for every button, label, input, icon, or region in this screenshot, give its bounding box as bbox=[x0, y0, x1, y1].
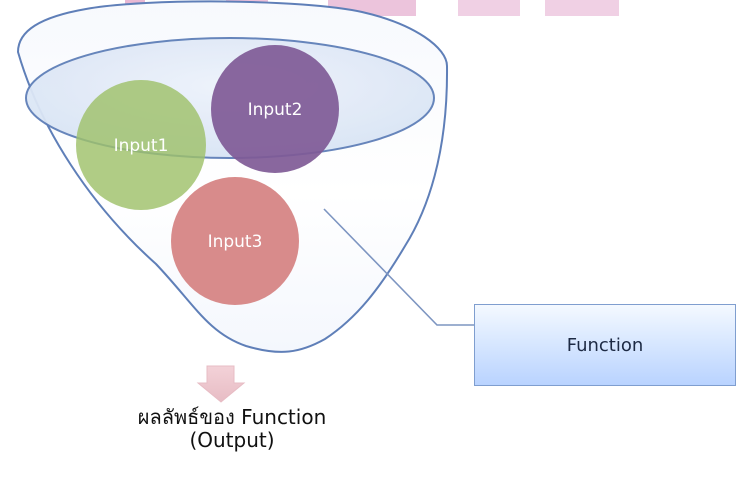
input-circle-3-group: Input3 bbox=[171, 177, 299, 305]
top-decoration-block-4 bbox=[458, 0, 520, 16]
input-label-3: Input3 bbox=[208, 232, 263, 252]
input-circle-1-group: Input1 bbox=[76, 80, 206, 210]
down-arrow-icon bbox=[196, 365, 246, 403]
input-label-1: Input1 bbox=[114, 136, 169, 156]
output-label: ผลลัพธ์ของ Function (Output) bbox=[52, 406, 412, 452]
input-circle-1 bbox=[76, 80, 206, 210]
output-line-1: ผลลัพธ์ของ Function bbox=[137, 405, 327, 429]
input-label-2: Input2 bbox=[248, 100, 303, 120]
input-circle-2 bbox=[211, 45, 339, 173]
function-connector-line bbox=[323, 208, 475, 326]
input-circle-3 bbox=[171, 177, 299, 305]
output-line-2: (Output) bbox=[189, 428, 275, 452]
function-box: Function bbox=[474, 304, 736, 386]
function-label: Function bbox=[566, 334, 644, 356]
input-circle-2-group: Input2 bbox=[211, 45, 339, 173]
top-decoration-block-5 bbox=[545, 0, 619, 16]
